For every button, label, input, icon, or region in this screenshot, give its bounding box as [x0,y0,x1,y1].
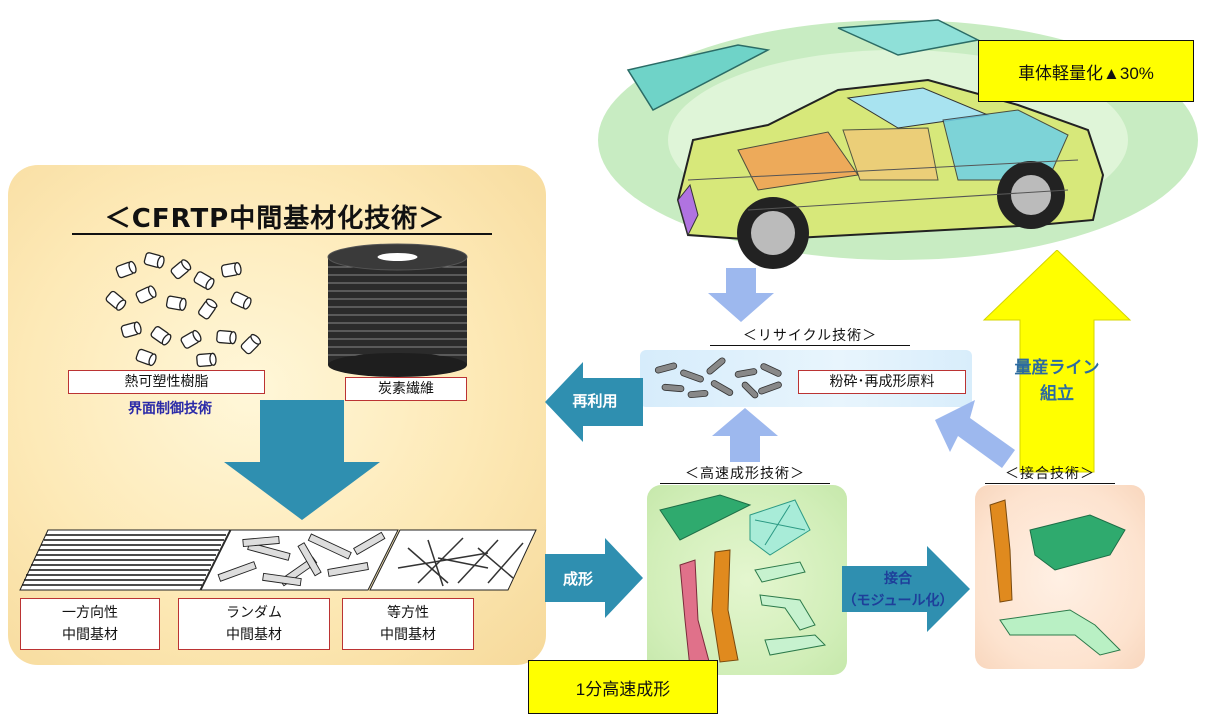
material-line1: ランダム [226,605,282,621]
joining-line1: 接合 [884,571,912,587]
reuse-label: 再利用 [572,392,618,410]
arrow-down-light-icon [708,268,774,322]
mass-production-arrow-icon [982,250,1132,473]
highspeed-callout: 1分高速成形 [528,660,718,714]
joining-line2: （モジュール化） [842,593,954,609]
material-box-unidirectional: 一方向性 中間基材 [20,598,160,650]
material-line1: 等方性 [387,605,429,621]
unidirectional-sheet [19,529,231,591]
isotropic-sheet [369,529,537,591]
material-line2: 中間基材 [226,627,282,643]
material-line1: 一方向性 [62,605,118,621]
floating-panel-left [626,44,771,111]
resin-pellets-illustration [105,252,262,368]
recycled-chips-illustration [654,357,782,399]
molded-parts-illustration [659,494,827,669]
reuse-arrow-icon [545,362,643,442]
arrow-diag-light-icon [935,400,1015,468]
title-underline [72,233,492,235]
highspeed-heading: ＜高速成形技術＞ [660,463,830,484]
interface-control-label: 界面制御技術 [128,401,212,417]
material-line2: 中間基材 [380,627,436,643]
joining-arrow-icon [842,546,970,632]
carbon-fiber-label-box: 炭素繊維 [345,377,467,401]
joining-label: 接合 （モジュール化） [828,568,968,612]
joining-heading: ＜接合技術＞ [985,463,1115,484]
cfrtp-panel-title: ＜CFRTP中間基材化技術＞ [104,204,446,234]
mass-production-line2: 組立 [1040,384,1074,404]
recycle-heading: ＜リサイクル技術＞ [710,325,910,346]
recycle-material-label: 粉砕･再成形原料 [798,370,966,394]
molding-label: 成形 [562,570,593,588]
material-line2: 中間基材 [62,627,118,643]
weight-reduction-callout: 車体軽量化▲30% [978,40,1194,102]
random-sheet [200,529,399,591]
arrow-up-light-icon [712,408,778,462]
joined-parts-illustration [989,499,1126,656]
carbon-fiber-spool-illustration [327,243,468,377]
mass-production-label: 量産ライン 組立 [1002,355,1112,407]
material-box-random: ランダム 中間基材 [178,598,330,650]
material-box-isotropic: 等方性 中間基材 [342,598,474,650]
molding-arrow-icon [545,538,643,618]
resin-label-box: 熱可塑性樹脂 [68,370,265,394]
mass-production-line1: 量産ライン [1014,358,1100,378]
down-arrow-icon [224,400,380,520]
material-sheets-illustration [19,529,537,591]
